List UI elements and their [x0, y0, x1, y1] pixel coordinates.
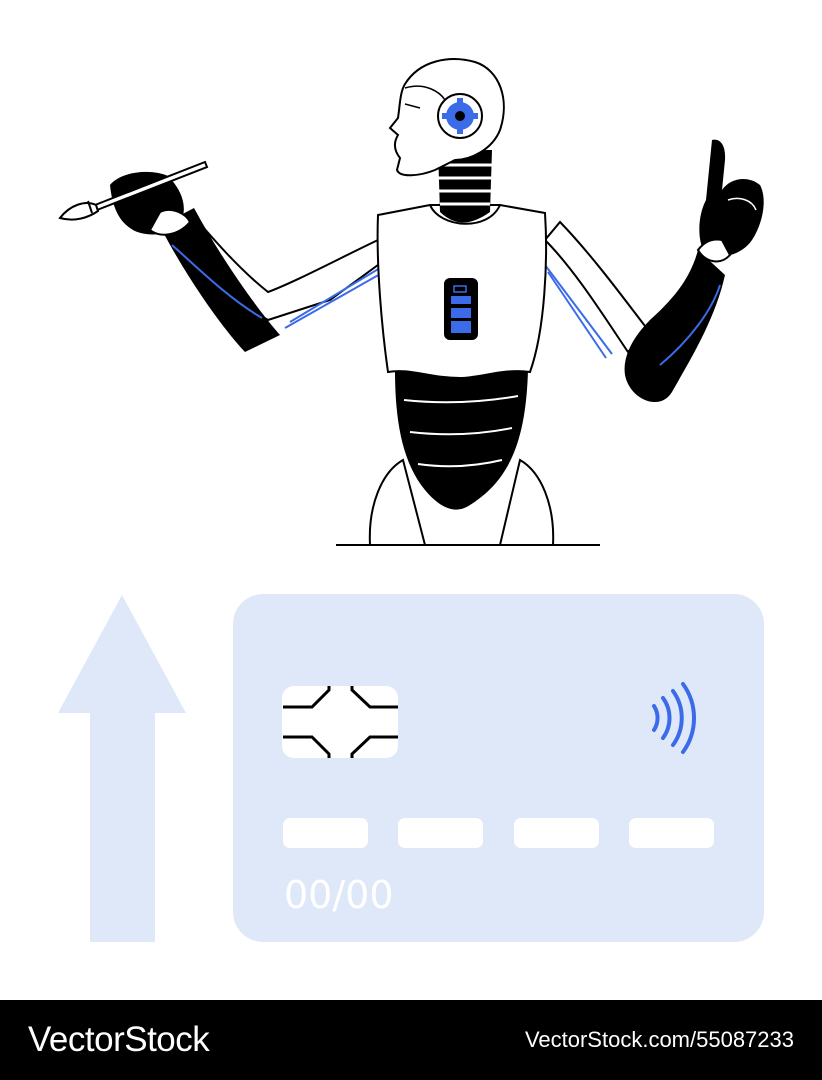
paintbrush-icon: [58, 160, 209, 221]
up-arrow-icon: [58, 595, 186, 942]
card-number-placeholder: [283, 818, 714, 848]
chip-icon: [282, 686, 398, 758]
footer-bar: VectorStock VectorStock.com/55087233: [0, 1000, 822, 1080]
gear-icon: [437, 93, 483, 139]
credit-card: 00/00: [233, 594, 764, 942]
battery-icon: [444, 278, 478, 340]
card-expiry: 00/00: [284, 873, 394, 917]
illustration: 00/00: [58, 58, 764, 942]
brand-logo: VectorStock: [28, 1020, 210, 1059]
robot-figure: [58, 58, 764, 546]
contactless-icon: [652, 682, 697, 754]
image-id-label: VectorStock.com/55087233: [524, 1027, 794, 1052]
